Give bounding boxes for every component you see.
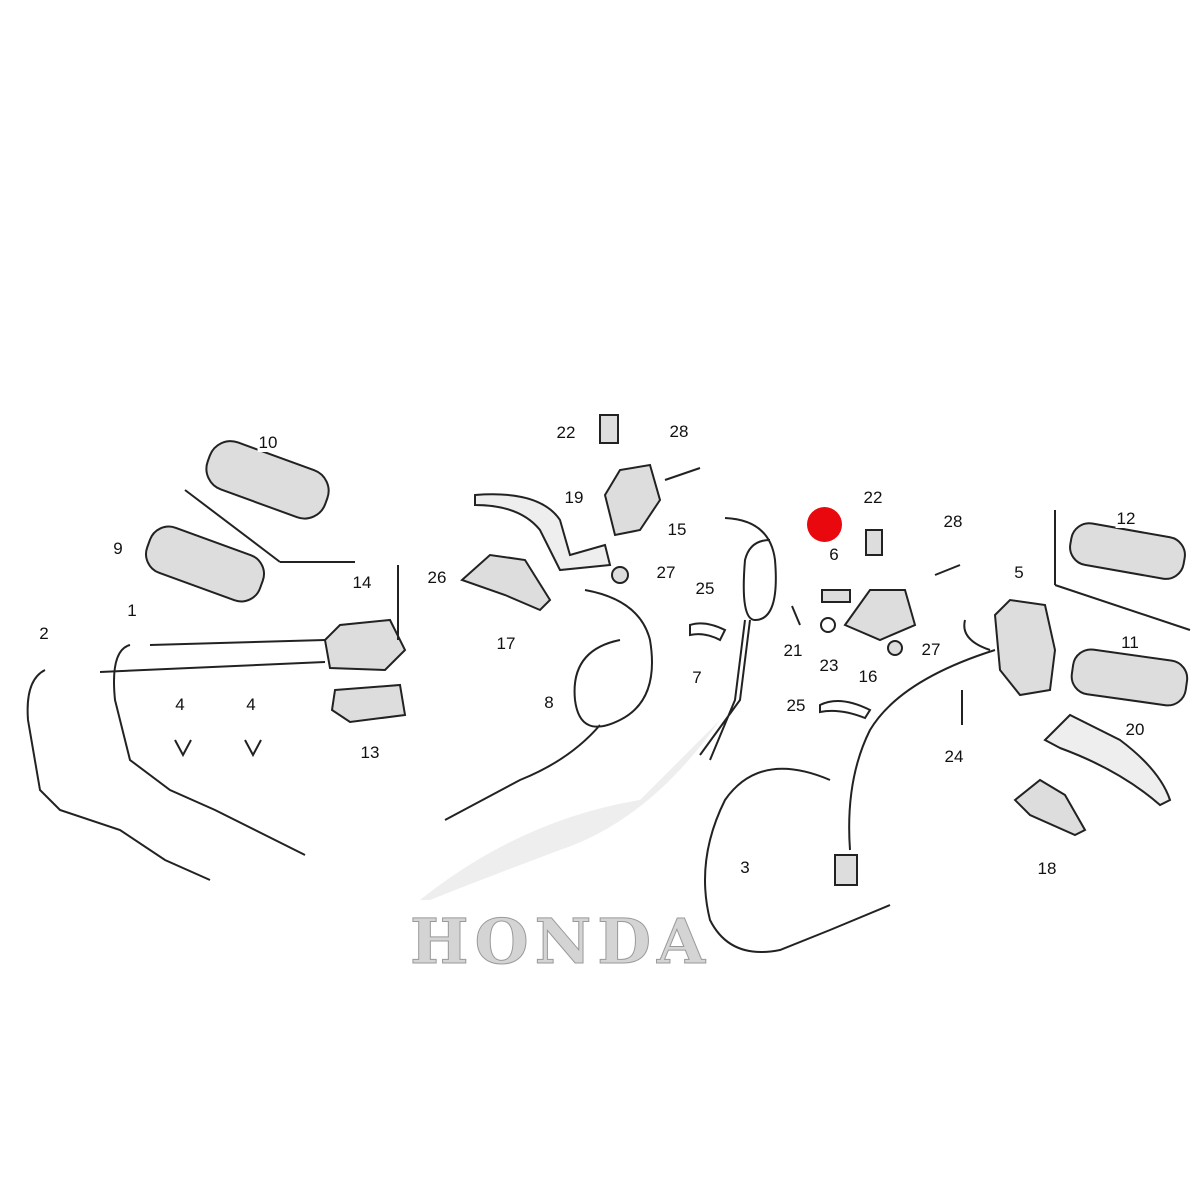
grip-12 bbox=[1054, 510, 1191, 631]
clamp-25b bbox=[819, 700, 872, 720]
callout-10: 10 bbox=[257, 433, 279, 452]
callout-26: 26 bbox=[426, 568, 448, 587]
callout-23: 23 bbox=[818, 656, 840, 675]
cable-7 bbox=[699, 517, 777, 761]
switch-5 bbox=[993, 598, 1057, 697]
cable-2 bbox=[26, 669, 211, 881]
callout-2: 2 bbox=[38, 624, 50, 643]
callout-28a: 28 bbox=[668, 422, 690, 441]
housing-upper bbox=[323, 618, 407, 672]
grip-10 bbox=[184, 440, 355, 563]
switch-harness bbox=[848, 619, 996, 851]
red-marker-dot bbox=[807, 507, 842, 542]
callout-16: 16 bbox=[857, 667, 879, 686]
clip-4b bbox=[244, 739, 262, 758]
clip-4a bbox=[174, 739, 192, 758]
callout-7: 7 bbox=[691, 668, 703, 687]
callout-6: 6 bbox=[828, 545, 840, 564]
callout-13: 13 bbox=[359, 743, 381, 762]
callout-1: 1 bbox=[126, 601, 138, 620]
callout-25b: 25 bbox=[785, 696, 807, 715]
grip-9 bbox=[145, 525, 265, 603]
callout-9: 9 bbox=[112, 539, 124, 558]
callout-11: 11 bbox=[1120, 633, 1140, 652]
grip-11 bbox=[1070, 648, 1189, 707]
cable-8 bbox=[444, 589, 653, 821]
lever-20 bbox=[1043, 713, 1172, 807]
honda-watermark: HONDA bbox=[409, 905, 712, 979]
callout-4a: 4 bbox=[174, 695, 186, 714]
callout-28b: 28 bbox=[942, 512, 964, 531]
bolt-28b bbox=[934, 564, 961, 576]
bolt-22a bbox=[599, 414, 619, 444]
callout-22a: 22 bbox=[555, 423, 577, 442]
holder-15 bbox=[603, 463, 662, 537]
nut-27b bbox=[887, 640, 903, 656]
callout-12: 12 bbox=[1115, 509, 1137, 528]
cable-3 bbox=[704, 767, 891, 953]
callout-8: 8 bbox=[543, 693, 555, 712]
housing-lower bbox=[330, 683, 407, 724]
callout-17: 17 bbox=[495, 634, 517, 653]
bolt-21 bbox=[791, 605, 801, 626]
callout-19: 19 bbox=[563, 488, 585, 507]
callout-21: 21 bbox=[782, 641, 804, 660]
nut-23 bbox=[820, 617, 836, 633]
callout-3: 3 bbox=[739, 858, 751, 877]
callout-15: 15 bbox=[666, 520, 688, 539]
pin-6 bbox=[821, 589, 851, 603]
bolt-22b bbox=[865, 529, 883, 556]
holder-16 bbox=[843, 589, 917, 642]
callout-22b: 22 bbox=[862, 488, 884, 507]
callout-25a: 25 bbox=[694, 579, 716, 598]
nut-27a bbox=[611, 566, 629, 584]
wing-logo bbox=[420, 720, 720, 900]
clamp-25a bbox=[689, 622, 727, 642]
callout-18: 18 bbox=[1036, 859, 1058, 878]
callout-24: 24 bbox=[943, 747, 965, 766]
cover-18 bbox=[1013, 778, 1087, 837]
lever-19 bbox=[474, 493, 612, 572]
callout-5: 5 bbox=[1013, 563, 1025, 582]
callout-4b: 4 bbox=[245, 695, 257, 714]
callout-20: 20 bbox=[1124, 720, 1146, 739]
callout-14: 14 bbox=[351, 573, 373, 592]
callout-27b: 27 bbox=[920, 640, 942, 659]
bolt-28a bbox=[664, 467, 701, 481]
cable-1 bbox=[113, 644, 306, 856]
callout-27a: 27 bbox=[655, 563, 677, 582]
cover-17 bbox=[460, 553, 552, 612]
